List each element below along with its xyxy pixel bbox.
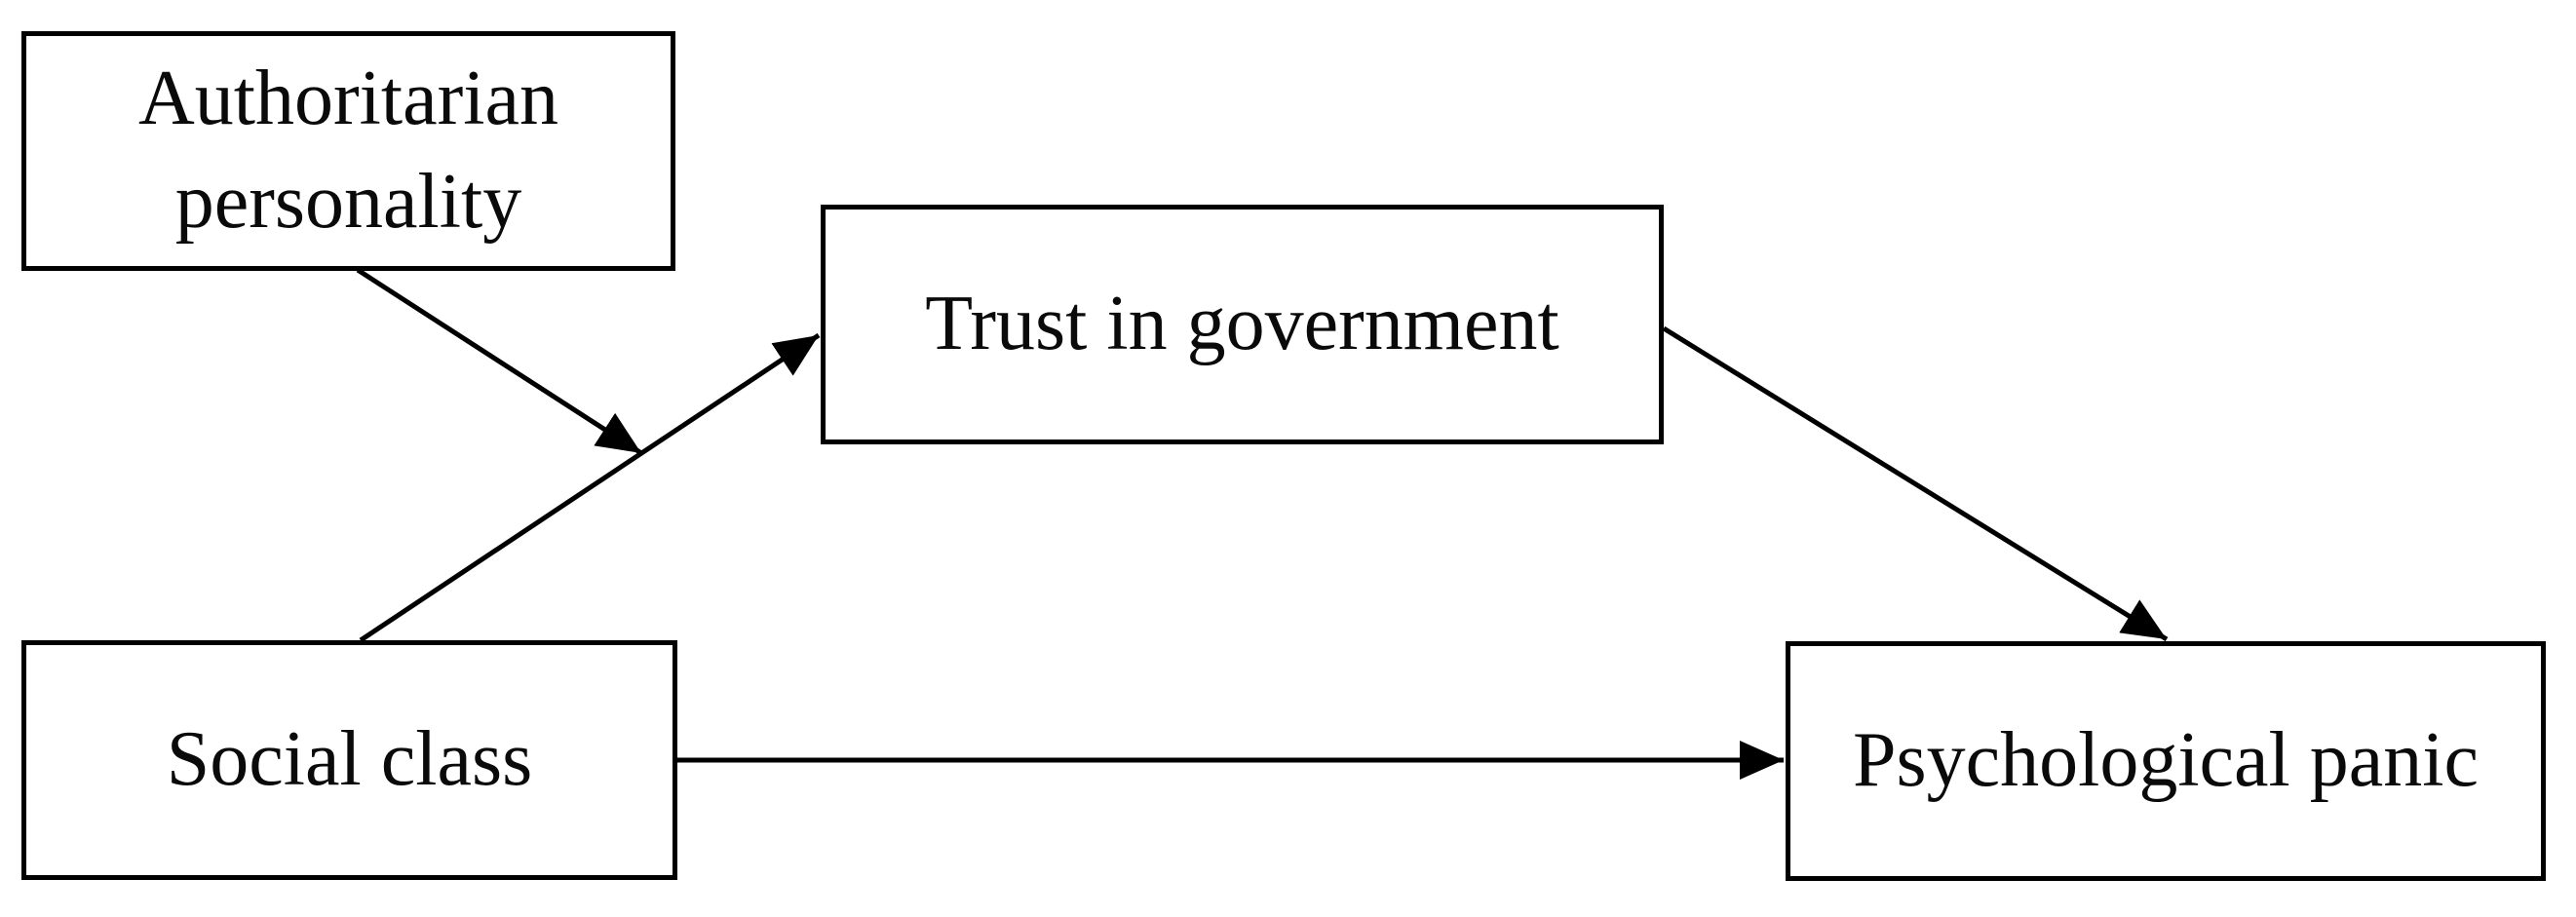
arrow-socialclass-to-trust (359, 332, 821, 643)
node-psychological-panic: Psychological panic (1786, 641, 2546, 881)
node-trust-in-government: Trust in government (821, 205, 1664, 444)
node-label-authoritarian-personality: Authoritarian personality (138, 56, 558, 245)
node-authoritarian-personality: Authoritarian personality (21, 31, 675, 271)
arrow-authoritarian-to-socialclass-trust-path (356, 267, 643, 456)
arrow-trust-to-panic (1662, 325, 2169, 642)
node-label-trust-in-government: Trust in government (925, 281, 1559, 367)
node-label-psychological-panic: Psychological panic (1852, 717, 2480, 804)
node-label-social-class: Social class (166, 716, 533, 803)
node-social-class: Social class (21, 640, 677, 880)
